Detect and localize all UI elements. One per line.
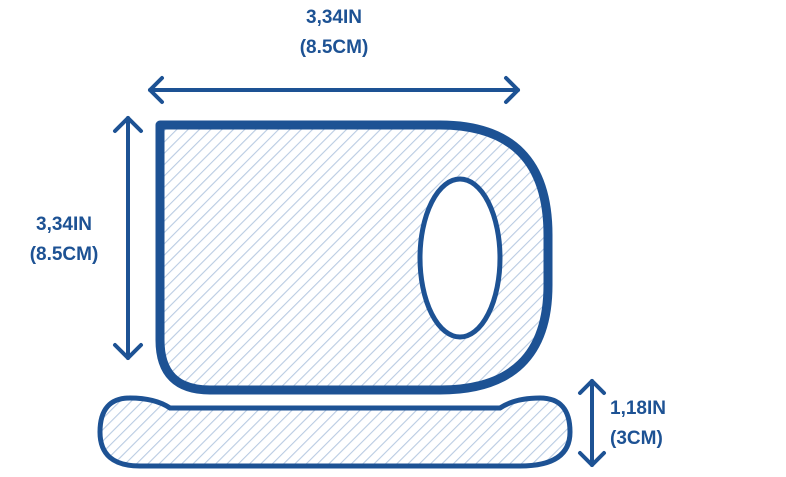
width-inches: 3,34IN [306, 7, 362, 28]
width-label: 3,34IN (8.5CM) [274, 3, 394, 63]
height-label: 3,34IN (8.5CM) [4, 210, 124, 270]
height-arrow [113, 116, 143, 360]
base-label: 1,18IN (3CM) [610, 394, 690, 454]
base-height-arrow [578, 379, 606, 467]
oval-hole [417, 176, 503, 340]
base-inches: 1,18IN [610, 398, 666, 419]
base-shape [97, 395, 573, 469]
height-cm: (8.5CM) [29, 244, 99, 265]
width-cm: (8.5CM) [299, 37, 369, 58]
base-cm: (3CM) [610, 428, 663, 449]
height-inches: 3,34IN [36, 214, 92, 235]
width-arrow [148, 76, 520, 104]
